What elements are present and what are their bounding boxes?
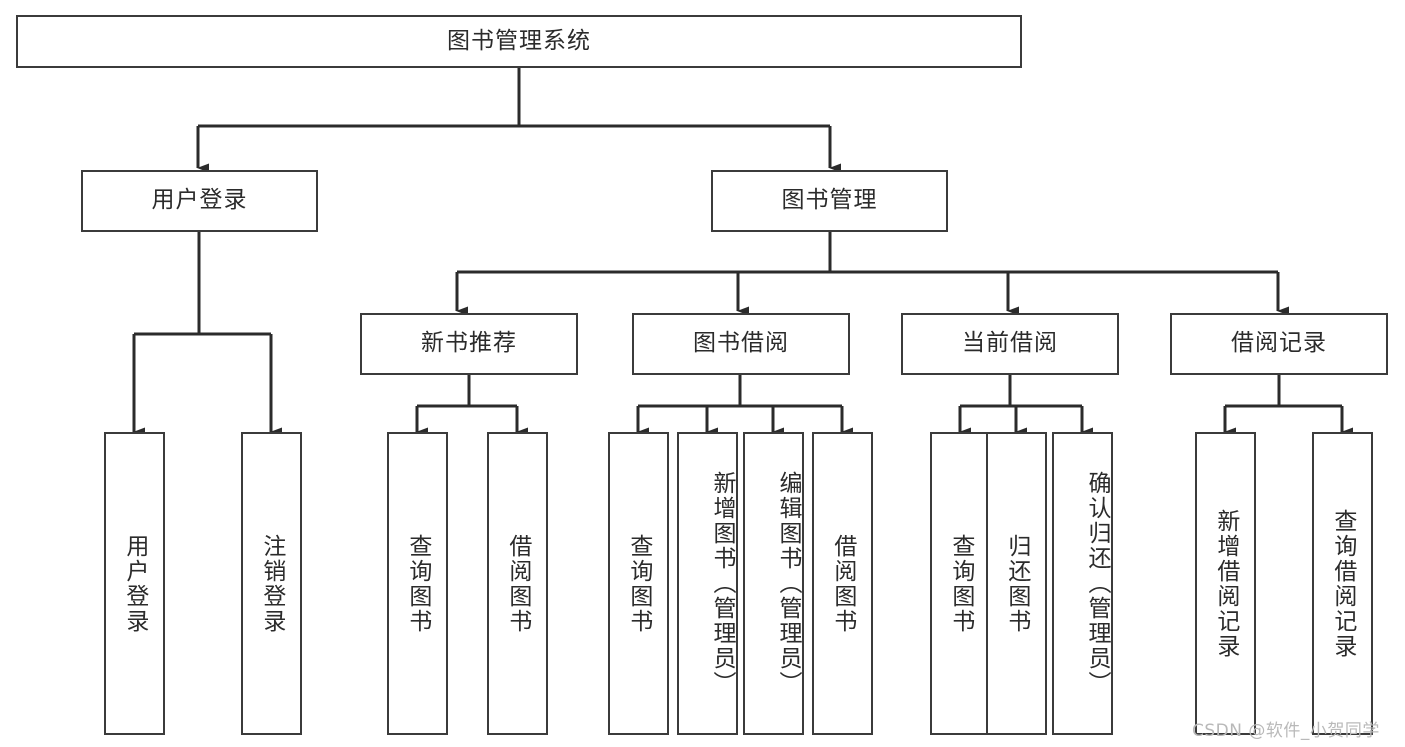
watermark-text: CSDN @软件_小贺同学 (1192, 721, 1380, 741)
node-borrow-record[interactable]: 借阅记录 (1170, 313, 1388, 375)
node-label: 编辑图书（管理员） (775, 471, 801, 696)
node-label: 图书借阅 (693, 330, 789, 357)
node-user-login[interactable]: 用户登录 (81, 170, 318, 232)
node-label: 借阅记录 (1231, 330, 1327, 357)
leaf-current-return-book[interactable]: 归还图书 (986, 432, 1047, 735)
node-label: 查询借阅记录 (1329, 508, 1356, 659)
node-label: 查询图书 (404, 533, 431, 634)
leaf-borrow-borrow-book[interactable]: 借阅图书 (812, 432, 873, 735)
leaf-borrow-query-book[interactable]: 查询图书 (608, 432, 669, 735)
leaf-record-add-borrow-record[interactable]: 新增借阅记录 (1195, 432, 1256, 735)
leaf-record-query-borrow-record[interactable]: 查询借阅记录 (1312, 432, 1373, 735)
node-label: 图书管理系统 (447, 27, 591, 54)
node-label: 用户登录 (121, 533, 148, 634)
node-book-management[interactable]: 图书管理 (711, 170, 948, 232)
node-new-book-recommend[interactable]: 新书推荐 (360, 313, 578, 375)
node-label: 新书推荐 (421, 330, 517, 357)
node-label: 用户登录 (151, 187, 248, 214)
leaf-current-query-book[interactable]: 查询图书 (930, 432, 991, 735)
leaf-user-login-signin[interactable]: 用户登录 (104, 432, 165, 735)
leaf-borrow-add-book-admin[interactable]: 新增图书（管理员） (677, 432, 738, 735)
leaf-recommend-query-book[interactable]: 查询图书 (387, 432, 448, 735)
node-label: 新增图书（管理员） (709, 471, 735, 696)
node-label: 查询图书 (947, 533, 974, 634)
node-label: 借阅图书 (829, 533, 856, 634)
leaf-borrow-edit-book-admin[interactable]: 编辑图书（管理员） (743, 432, 804, 735)
leaf-user-login-signout[interactable]: 注销登录 (241, 432, 302, 735)
node-label: 归还图书 (1003, 533, 1030, 634)
leaf-recommend-borrow-book[interactable]: 借阅图书 (487, 432, 548, 735)
node-label: 查询图书 (625, 533, 652, 634)
node-label: 注销登录 (258, 533, 285, 634)
node-label: 当前借阅 (962, 330, 1058, 357)
node-root-system[interactable]: 图书管理系统 (16, 15, 1022, 68)
node-book-borrow[interactable]: 图书借阅 (632, 313, 850, 375)
leaf-current-confirm-return-admin[interactable]: 确认归还（管理员） (1052, 432, 1113, 735)
node-label: 借阅图书 (504, 533, 531, 634)
node-current-borrow[interactable]: 当前借阅 (901, 313, 1119, 375)
node-label: 图书管理 (781, 187, 878, 214)
node-label: 确认归还（管理员） (1084, 471, 1110, 696)
node-label: 新增借阅记录 (1212, 508, 1239, 659)
